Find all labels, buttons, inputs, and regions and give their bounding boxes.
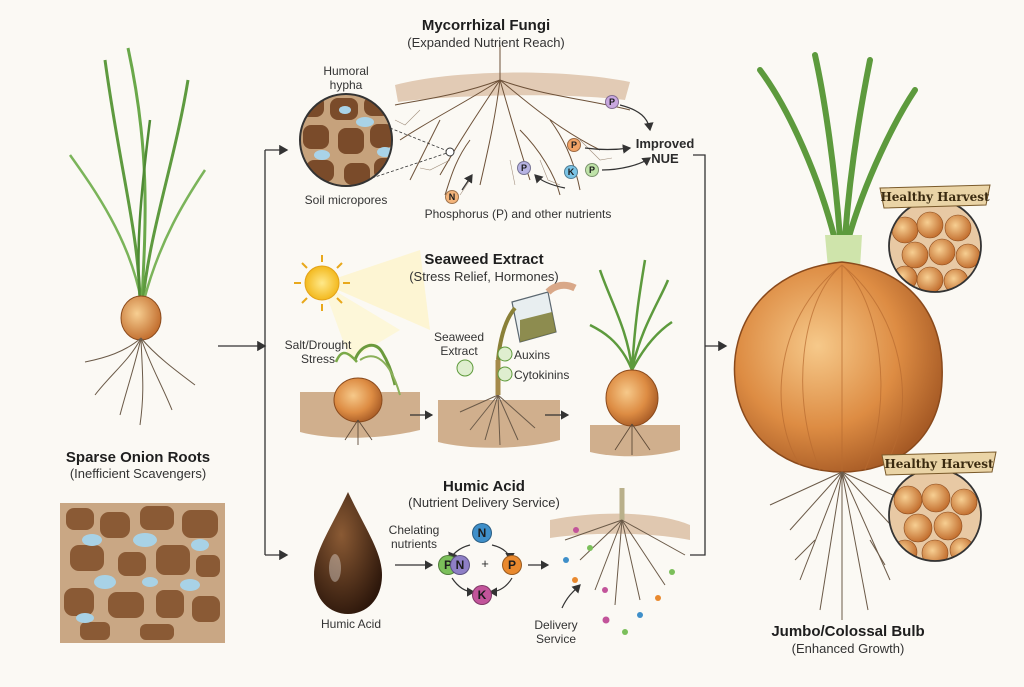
mycorrhizal-subtitle: (Expanded Nutrient Reach) [407,35,565,50]
delivery-label: Delivery Service [534,618,578,646]
jumbo-onion [733,52,943,620]
seaweed-title: Seaweed Extract [424,251,544,268]
nutrient-badge-p: P [585,163,599,177]
sparse-onion-plant [68,47,207,426]
extract-label: Seaweed Extract [433,330,485,358]
nutrient-badge-p: P [605,95,619,109]
humic-title: Humic Acid [443,478,525,495]
nutrient-badge-n: N [450,555,470,575]
left-title: Sparse Onion Roots [65,449,211,466]
humic-subtitle: (Nutrient Delivery Service) [408,495,560,510]
harvest-inset-bottom [881,451,997,562]
humic-acid-drop [314,492,382,614]
plus-sign: + [481,556,489,571]
stress-label: Salt/Drought Stress [284,338,352,366]
nutrient-badge-k: K [564,165,578,179]
right-title: Jumbo/Colossal Bulb [771,623,925,640]
left-subtitle: (Inefficient Scavengers) [69,466,207,481]
mycorrhizal-title: Mycorrhizal Fungi [421,17,551,34]
soil-micropore-magnifier [299,93,455,187]
seaweed-treated-soil [438,360,560,448]
nutrient-badge-p: P [502,555,522,575]
nutrient-badge-k: K [472,585,492,605]
mycorrhizal-arrows [461,104,654,191]
sparse-soil-block [60,503,225,643]
nutrient-badge-p: P [517,161,531,175]
chelating-label: Chelating nutrients [388,523,440,551]
micropores-label: Soil micropores [304,193,388,207]
sun-icon [294,250,430,360]
humic-root-soil [550,488,690,635]
hypha-label: Humoral hypha [323,64,369,92]
nutrient-badge-p: P [567,138,581,152]
nutrients-label: Phosphorus (P) and other nutrients [424,207,612,221]
auxins-label: Auxins [514,348,551,362]
stressed-onion-soil [300,343,420,445]
humic-drop-label: Humic Acid [320,617,382,631]
healthy-onion-seaweed [589,259,680,457]
cytokinins-label: Cytokinins [514,368,570,382]
nutrient-badge-n: N [445,190,459,204]
nutrient-badge-n: N [472,523,492,543]
nutrient-particles [563,527,675,635]
harvest-banner-top: Healthy Harvest [880,190,990,204]
harvest-banner-bottom: Healthy Harvest [884,457,994,471]
flow-connectors [218,144,728,561]
improved-nue-label: Improved NUE [635,136,695,166]
hormone-icons [456,346,513,382]
right-subtitle: (Enhanced Growth) [791,641,905,656]
seaweed-subtitle: (Stress Relief, Hormones) [409,269,559,284]
